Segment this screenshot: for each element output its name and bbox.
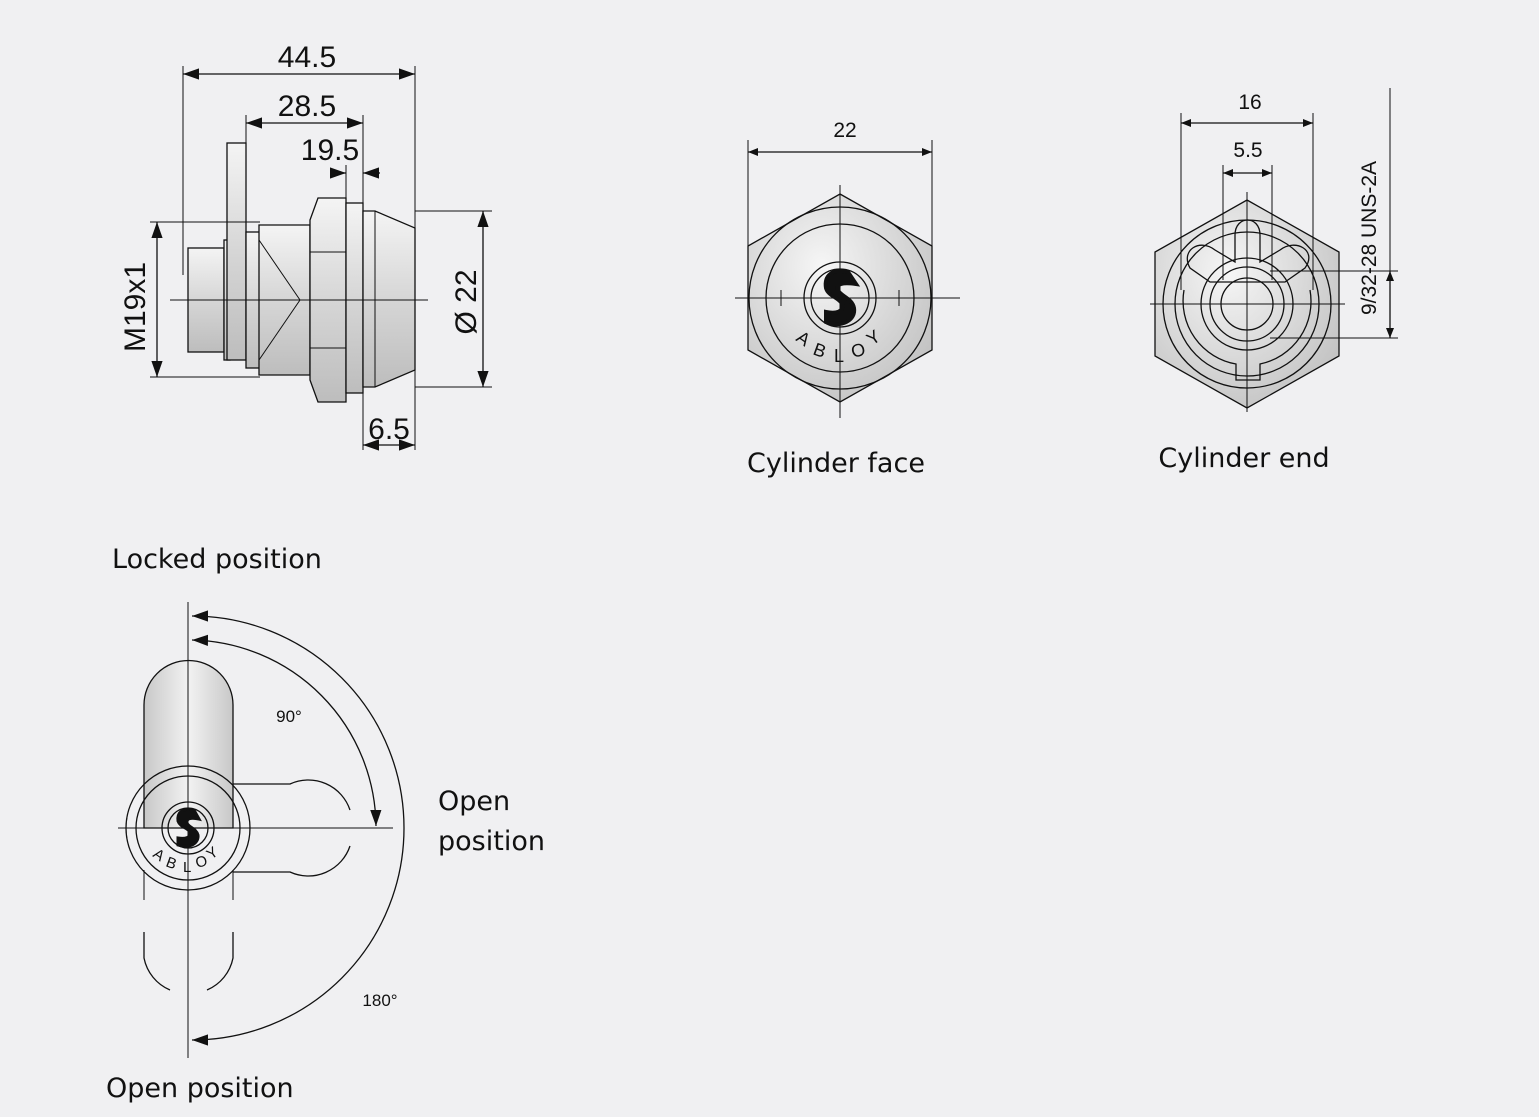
rotation-view: Locked position A B L O Y 90° 180° Open …	[106, 544, 545, 1104]
svg-text:L: L	[183, 859, 191, 876]
side-view: 44.5 28.5 19.5 M19x1 Ø 22 6.5	[119, 41, 492, 451]
locked-position-label: Locked position	[112, 544, 322, 575]
lock-washer	[345, 202, 364, 394]
dim-overall-label: 44.5	[278, 41, 336, 74]
svg-text:L: L	[834, 346, 844, 366]
dim-body-label: 28.5	[278, 90, 336, 123]
cylinder-face-label: Cylinder face	[747, 448, 925, 479]
cam-open-180-outline	[206, 932, 234, 991]
dim-flange-label: 6.5	[368, 413, 410, 446]
dim-end-label: 16	[1238, 91, 1261, 114]
angle-90-label: 90°	[276, 707, 302, 726]
dim-nut-label: 19.5	[301, 134, 359, 167]
dim-thread-label: 9/32-28 UNS-2A	[1358, 161, 1381, 315]
dim-square-label: 5.5	[1233, 139, 1262, 162]
cylinder-end-label: Cylinder end	[1158, 443, 1329, 474]
cam-open-90-outline	[233, 845, 351, 877]
svg-text:A: A	[150, 845, 168, 865]
cam-open-90-outline	[233, 779, 351, 811]
cylinder-face-view: A B L O Y 22 Cylinder face	[735, 119, 960, 479]
cam-star	[1186, 219, 1310, 283]
cylinder-end-view: 16 5.5 9/32-28 UNS-2A Cylinder end	[1150, 88, 1398, 474]
arc-90	[191, 634, 382, 827]
dim-face-label: 22	[833, 119, 856, 142]
open-position-right-line1: Open	[438, 786, 510, 817]
dim-diameter-label: Ø 22	[450, 269, 483, 334]
end-body	[1182, 289, 1312, 381]
open-position-right-line2: position	[438, 826, 545, 857]
flange	[362, 210, 416, 388]
dim-thread-label: M19x1	[119, 262, 152, 352]
svg-text:O: O	[849, 339, 868, 362]
angle-180-label: 180°	[362, 991, 397, 1010]
open-position-bottom-label: Open position	[106, 1073, 294, 1104]
cam-open-180-outline	[143, 932, 171, 991]
svg-text:B: B	[164, 854, 179, 873]
arc-180	[191, 610, 405, 1046]
cam-plate	[226, 142, 247, 361]
